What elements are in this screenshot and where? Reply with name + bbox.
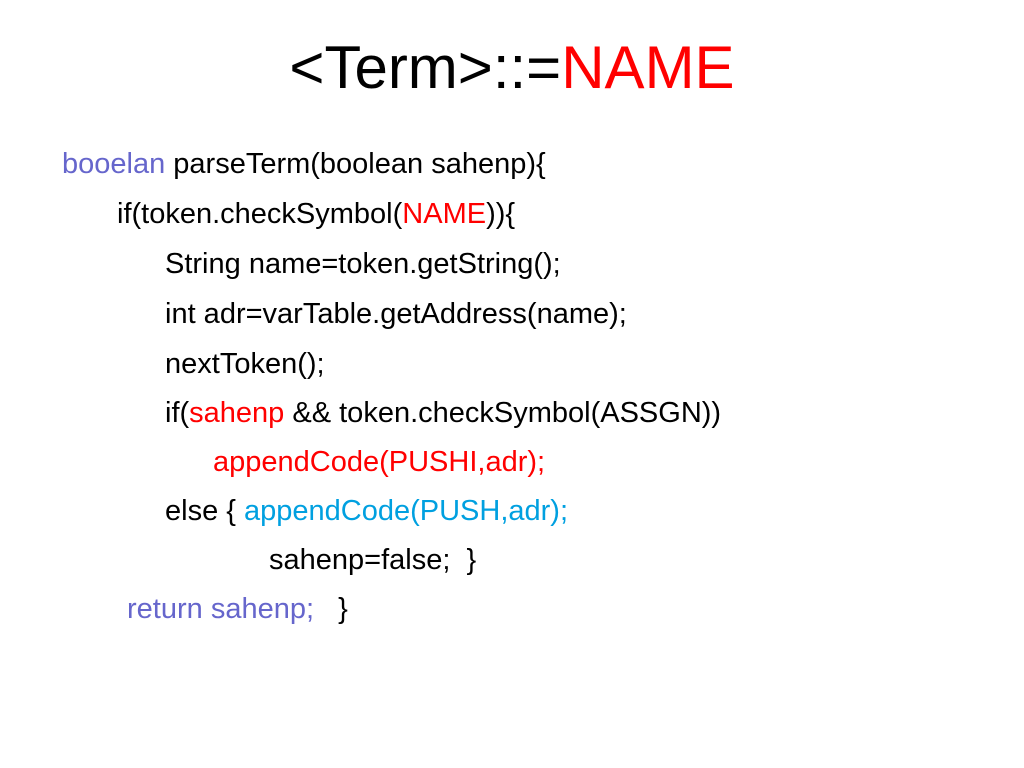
code-text: )){ bbox=[486, 198, 516, 230]
code-line-4: int adr=varTable.getAddress(name); bbox=[165, 289, 627, 339]
keyword-booelan: booelan bbox=[62, 148, 166, 180]
code-push: appendCode(PUSH,adr); bbox=[244, 495, 569, 527]
code-text: parseTerm(boolean sahenp){ bbox=[165, 148, 546, 180]
code-line-7: appendCode(PUSHI,adr); bbox=[213, 437, 545, 487]
code-line-9: sahenp=false; } bbox=[269, 535, 476, 585]
title-keyword: NAME bbox=[561, 34, 735, 101]
code-text: int adr=varTable.getAddress(name); bbox=[165, 298, 627, 330]
keyword-return: return sahenp; bbox=[127, 593, 315, 625]
code-line-3: String name=token.getString(); bbox=[165, 239, 561, 289]
keyword-sahenp: sahenp bbox=[189, 397, 285, 429]
title-prefix: <Term>::= bbox=[289, 34, 562, 101]
code-text: if( bbox=[165, 397, 190, 429]
code-text: nextToken(); bbox=[165, 348, 325, 380]
code-line-1: booelan parseTerm(boolean sahenp){ bbox=[62, 139, 546, 189]
code-text: sahenp=false; } bbox=[269, 544, 477, 576]
code-text: if(token.checkSymbol( bbox=[117, 198, 403, 230]
code-text: } bbox=[314, 593, 348, 625]
slide-title: <Term>::=NAME bbox=[0, 30, 1024, 106]
code-text: else { bbox=[165, 495, 244, 527]
keyword-name: NAME bbox=[402, 198, 487, 230]
code-line-8: else { appendCode(PUSH,adr); bbox=[165, 486, 568, 536]
code-line-5: nextToken(); bbox=[165, 339, 325, 389]
code-line-10: return sahenp; } bbox=[127, 584, 348, 634]
code-line-6: if(sahenp && token.checkSymbol(ASSGN)) bbox=[165, 388, 721, 438]
code-text: && token.checkSymbol(ASSGN)) bbox=[284, 397, 722, 429]
code-text: String name=token.getString(); bbox=[165, 248, 561, 280]
code-pushi: appendCode(PUSHI,adr); bbox=[213, 446, 546, 478]
code-line-2: if(token.checkSymbol(NAME)){ bbox=[117, 189, 515, 239]
